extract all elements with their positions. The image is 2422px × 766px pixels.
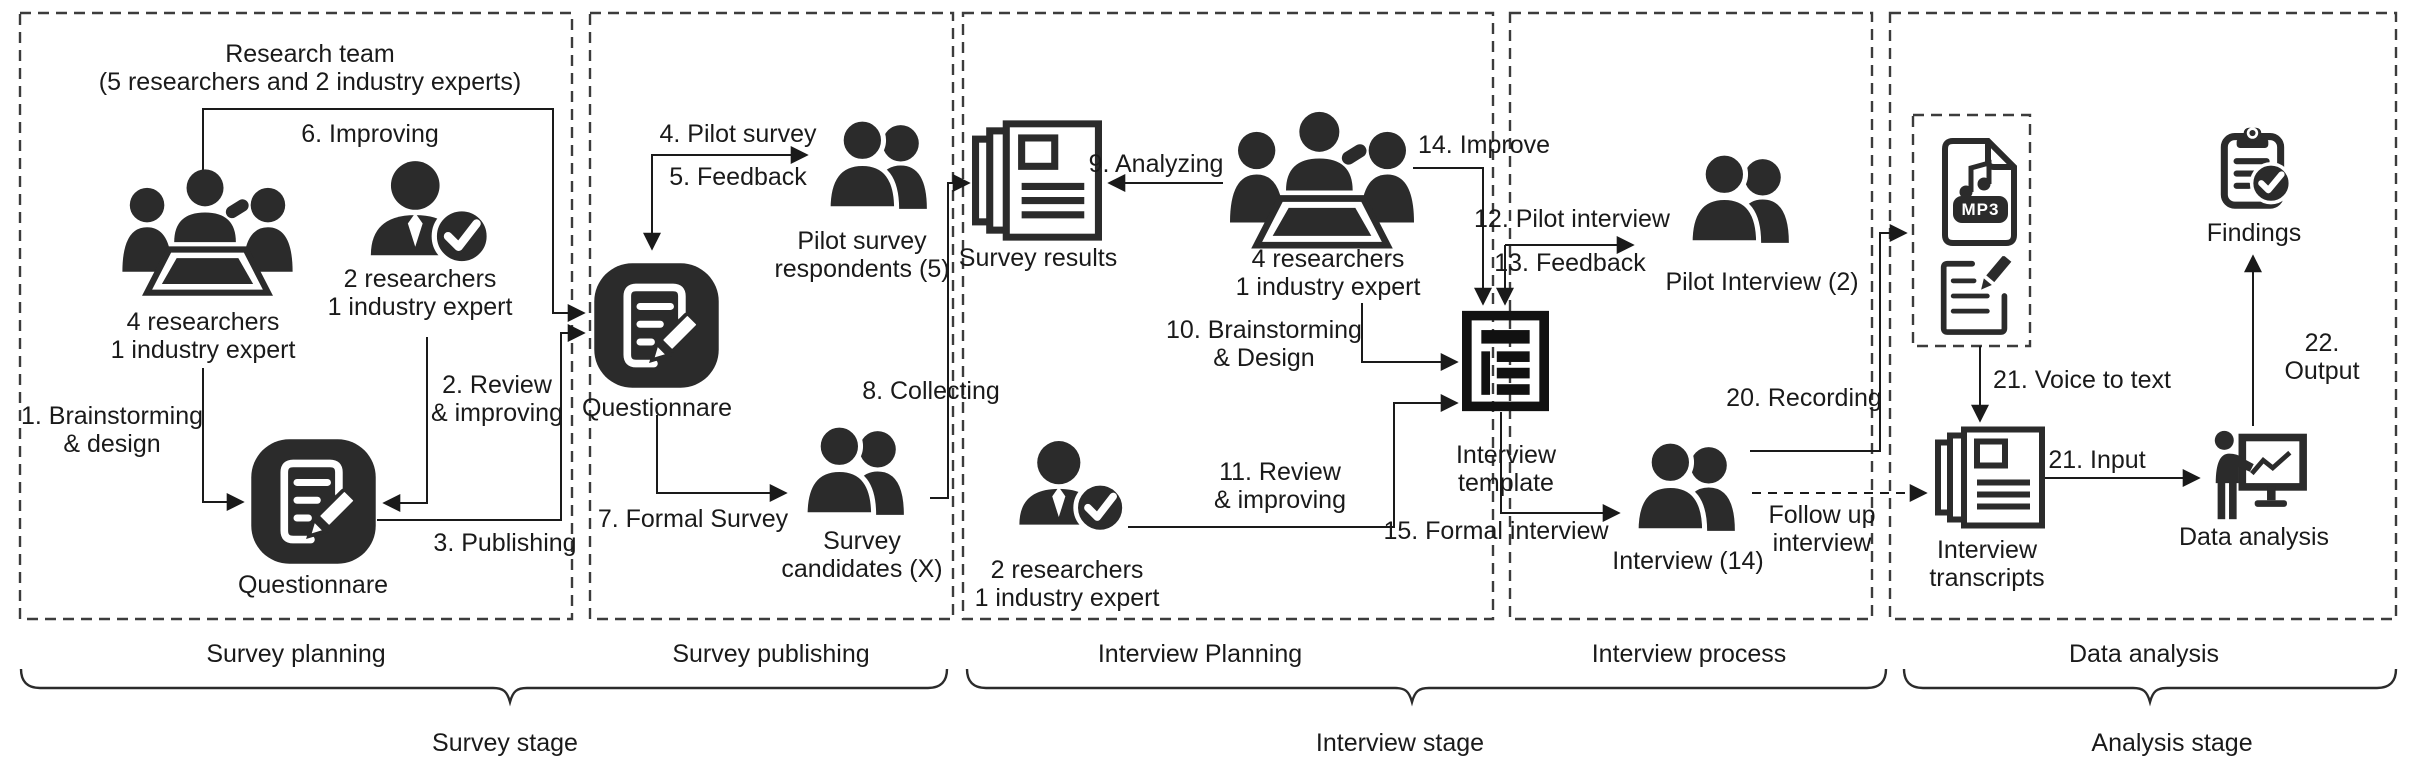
survey-results-label: Survey results — [958, 244, 1118, 272]
findings-icon — [2212, 124, 2300, 216]
person-check-icon — [360, 158, 498, 269]
step-12-label: 12. Pilot interview — [1474, 205, 1670, 233]
people-icon-pilot-respondents — [818, 118, 944, 219]
section-survey-planning-label: Survey planning — [206, 640, 386, 668]
audio-files-box — [1911, 113, 2032, 348]
survey-stage-label: Survey stage — [432, 729, 578, 757]
step-1-label: 1. Brainstorming & design — [20, 402, 204, 458]
notes-icon — [1938, 256, 2012, 336]
step-21-input-label: 21. Input — [2048, 446, 2146, 474]
pilot-interview-label: Pilot Interview (2) — [1665, 268, 1859, 296]
step-4-label: 4. Pilot survey — [659, 120, 817, 148]
edge-improve — [1413, 167, 1492, 306]
person-check-icon-2 — [1010, 438, 1132, 537]
edge-review-improving — [382, 337, 428, 512]
mp3-badge: MP3 — [1953, 196, 2008, 223]
step-20-label: 20. Recording — [1726, 384, 1882, 412]
meeting-icon — [115, 163, 300, 299]
step-7-label: 7. Formal Survey — [597, 505, 789, 533]
interview-transcripts-label: Interview transcripts — [1929, 536, 2045, 592]
step-22-label: 22. Output — [2284, 329, 2360, 385]
interview-stage-label: Interview stage — [1315, 729, 1485, 757]
stage-braces — [19, 668, 2398, 707]
questionnaire-2-label: Questionnare — [581, 394, 733, 422]
questionnaire-1-label: Questionnare — [237, 571, 389, 599]
step-15-label: 15. Formal interview — [1383, 517, 1609, 545]
edge-improving — [202, 108, 586, 322]
edge-brainstorming-design-2 — [1361, 303, 1459, 371]
step-9-label: 9. Analyzing — [1088, 150, 1224, 178]
people-icon-pilot-interview — [1680, 152, 1806, 253]
survey-candidates-label: Survey candidates (X) — [781, 527, 943, 583]
findings-label: Findings — [2206, 219, 2302, 247]
section-interview-planning-label: Interview Planning — [1097, 640, 1303, 668]
edge-collecting — [930, 174, 971, 499]
questionnaire-icon-2 — [593, 262, 720, 389]
step-6-label: 6. Improving — [301, 120, 439, 148]
questionnaire-icon — [250, 438, 377, 565]
analysis-stage-label: Analysis stage — [2091, 729, 2253, 757]
data-analysis-icon — [2208, 428, 2308, 523]
edge-brainstorming-design — [202, 368, 245, 511]
pilot-respondents-label: Pilot survey respondents (5) — [774, 227, 950, 283]
step-13-label: 13. Feedback — [1494, 249, 1646, 277]
edge-formal-survey — [656, 415, 788, 502]
flow-arrows — [202, 108, 2262, 528]
mp3-file-icon: MP3 — [1940, 138, 2020, 250]
research-team-label: Research team (5 researchers and 2 indus… — [98, 40, 522, 96]
step-2-label: 2. Review & improving — [431, 371, 563, 427]
step-5-label: 5. Feedback — [669, 163, 807, 191]
documents-icon-transcripts — [1935, 426, 2045, 529]
team-meeting-1-label: 4 researchers 1 industry expert — [110, 308, 296, 364]
edge-formal-interview — [1500, 412, 1621, 522]
data-analysis-label: Data analysis — [2178, 523, 2330, 551]
section-survey-publishing-label: Survey publishing — [672, 640, 870, 668]
step-21-voice-label: 21. Voice to text — [1993, 366, 2171, 394]
step-14-label: 14. Improve — [1417, 131, 1551, 159]
interview-template-label: Interview template — [1455, 441, 1557, 497]
people-icon-survey-candidates — [795, 424, 921, 525]
team-meeting-2-label: 4 researchers 1 industry expert — [1235, 245, 1421, 301]
expert-review-2-label: 2 researchers 1 industry expert — [974, 556, 1160, 612]
people-icon-interview — [1626, 440, 1752, 541]
edge-recording — [1750, 224, 1908, 452]
edge-pilot-survey-feedback — [643, 146, 809, 251]
step-8-label: 8. Collecting — [862, 377, 1000, 405]
edge-publishing — [377, 324, 586, 521]
interview-template-icon — [1462, 309, 1549, 413]
step-11-label: 11. Review & improving — [1214, 458, 1346, 514]
section-data-analysis-label: Data analysis — [2068, 640, 2220, 668]
section-interview-process-label: Interview process — [1591, 640, 1787, 668]
edge-review-improving-2 — [1128, 394, 1459, 528]
interview-label: Interview (14) — [1612, 547, 1764, 575]
step-10-label: 10. Brainstorming & Design — [1166, 316, 1362, 372]
follow-up-label: Follow up interview — [1768, 501, 1876, 557]
expert-review-1-label: 2 researchers 1 industry expert — [327, 265, 513, 321]
meeting-icon-2 — [1222, 105, 1422, 252]
documents-icon-survey-results — [972, 120, 1102, 241]
step-3-label: 3. Publishing — [433, 529, 577, 557]
